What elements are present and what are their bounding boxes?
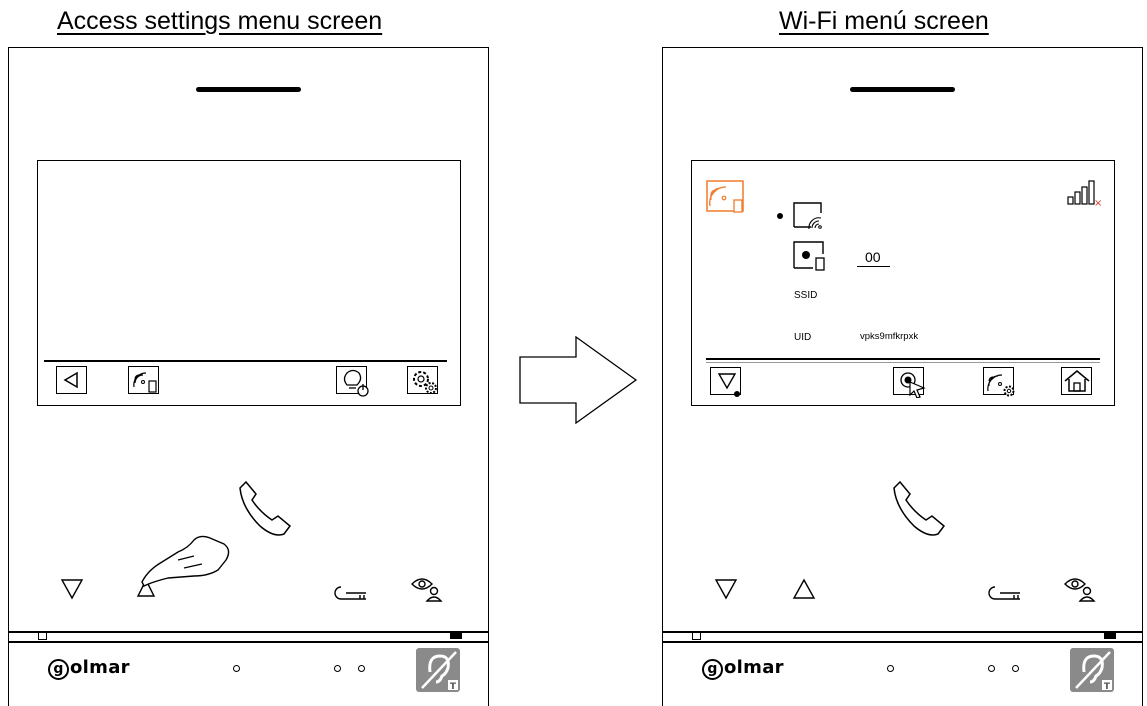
pointing-hand-icon [136, 535, 230, 597]
uid-value: vpks9mfkrpxk [860, 331, 919, 342]
wifi-mobile-icon [133, 372, 157, 393]
left-eye-user-icon[interactable] [410, 572, 444, 602]
wifi-mobile-button[interactable] [128, 366, 159, 394]
right-monitor [662, 47, 1143, 706]
wifi-settings-button[interactable] [983, 367, 1015, 397]
left-brand-name: olmar [70, 657, 130, 678]
settings-button[interactable] [407, 366, 438, 394]
home-button[interactable] [1061, 367, 1092, 395]
transition-arrow [519, 335, 638, 425]
left-clip-right [450, 633, 462, 639]
left-bezel-line-bottom [8, 641, 489, 643]
wifi-device-mode-icon[interactable] [793, 201, 829, 231]
left-bezel-line-top [8, 631, 489, 633]
right-clip-left [692, 632, 701, 640]
left-screen-divider [44, 360, 447, 362]
right-hearing-loop-icon: T [1070, 648, 1114, 692]
right-led-2 [988, 665, 995, 672]
left-screen [37, 160, 461, 406]
right-bezel-line-bottom [662, 641, 1143, 643]
wifi-settings-icon [987, 374, 1015, 397]
mobile-device-mode-icon[interactable] [793, 240, 829, 272]
right-down-triangle-icon[interactable] [714, 578, 738, 600]
light-power-icon [343, 369, 369, 397]
svg-text:T: T [1104, 682, 1111, 692]
right-brand-name: olmar [724, 657, 784, 678]
down-triangle-icon [717, 373, 740, 397]
code-value[interactable]: 00 [865, 249, 881, 265]
left-speaker-slot [196, 87, 301, 92]
svg-text:T: T [450, 682, 457, 692]
right-eye-user-icon[interactable] [1063, 572, 1097, 602]
right-key-icon[interactable] [986, 584, 1022, 602]
right-brand-initial: g [702, 659, 723, 680]
right-handset-icon[interactable] [880, 478, 950, 548]
light-power-button[interactable] [336, 366, 369, 397]
ssid-label: SSID [794, 290, 818, 301]
back-icon [63, 371, 78, 389]
left-monitor [8, 47, 489, 706]
left-panel-title: Access settings menu screen [57, 7, 383, 35]
wifi-mobile-active-icon[interactable] [706, 180, 746, 214]
right-clip-right [1104, 633, 1116, 639]
home-icon [1064, 370, 1090, 392]
left-clip-left [38, 632, 47, 640]
right-up-triangle-icon[interactable] [792, 578, 816, 600]
signal-strength-icon: × [1067, 180, 1102, 207]
select-button[interactable] [893, 367, 926, 398]
back-button[interactable] [56, 366, 87, 394]
left-led-1 [233, 665, 240, 672]
left-down-triangle-icon[interactable] [60, 578, 84, 600]
right-screen-divider [706, 358, 1100, 360]
left-led-2 [334, 665, 341, 672]
right-led-3 [1012, 665, 1019, 672]
code-underline [857, 266, 890, 268]
right-panel-title: Wi-Fi menú screen [779, 7, 989, 35]
right-speaker-slot [850, 87, 955, 92]
right-led-1 [887, 665, 894, 672]
left-brand-initial: g [48, 659, 69, 680]
right-bezel-line-top [662, 631, 1143, 633]
right-screen [691, 160, 1115, 406]
left-led-3 [358, 665, 365, 672]
left-handset-icon[interactable] [226, 478, 296, 548]
svg-text:×: × [1094, 198, 1102, 207]
left-key-icon[interactable] [332, 584, 368, 602]
left-hearing-loop-icon: T [416, 648, 460, 692]
uid-label: UID [794, 332, 812, 343]
selection-bullet [777, 213, 783, 219]
settings-icon [413, 371, 437, 394]
select-icon [900, 372, 926, 398]
down-select-button[interactable] [710, 367, 741, 397]
right-screen-divider-2 [706, 362, 1100, 363]
